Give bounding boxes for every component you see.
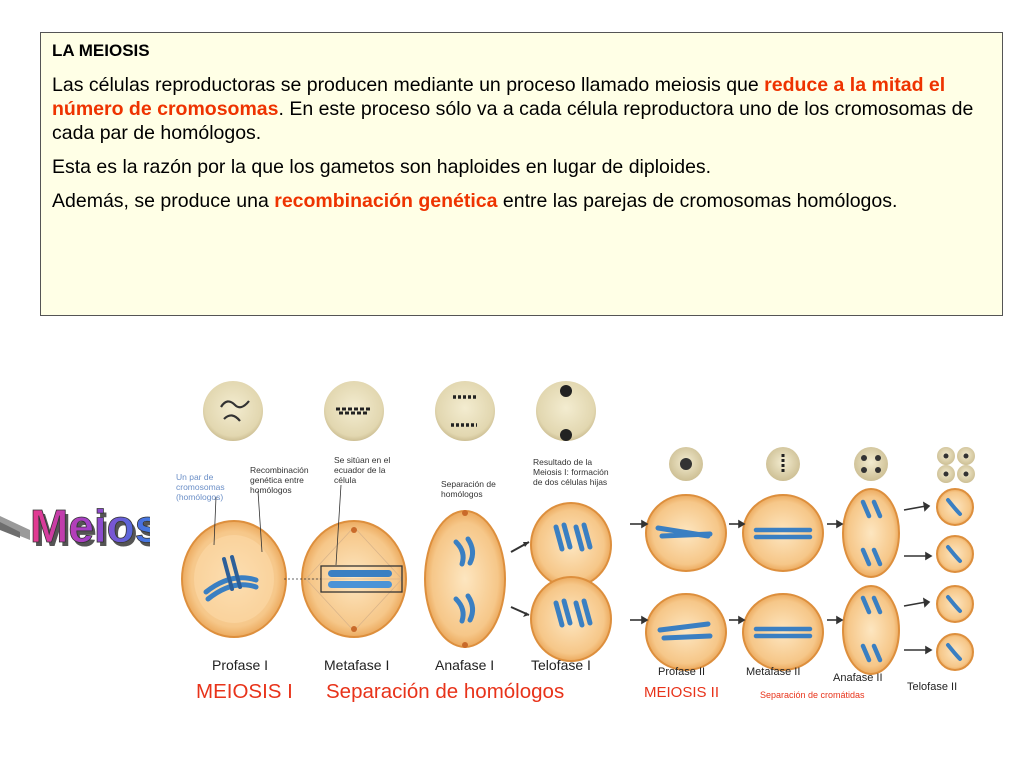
meiosis-wordart: Meiosis Meiosis bbox=[0, 500, 150, 556]
meiosis-2-title: MEIOSIS II bbox=[644, 684, 720, 701]
annotation-resultado: Resultado de la Meiosis I: formación de … bbox=[533, 457, 609, 487]
cell-telofase-1 bbox=[530, 502, 612, 662]
wordart-shadow: Meiosis bbox=[33, 504, 150, 556]
arrows-anafase-to-telofase bbox=[510, 541, 530, 617]
p3-text-a: Además, se produce una bbox=[52, 190, 275, 212]
cells-row-bottom bbox=[645, 585, 974, 675]
annotation-recombinacion: Recombinación genética entre homólogos bbox=[250, 465, 309, 495]
annotation-par-cromosomas: Un par de cromosomas (homólogos) bbox=[176, 472, 225, 502]
paragraph-2: Esta es la razón por la que los gametos … bbox=[52, 156, 712, 178]
stage-anafase-2: Anafase II bbox=[833, 672, 883, 684]
cell-profase-1 bbox=[181, 520, 287, 638]
stage-telofase-1: Telofase I bbox=[531, 657, 591, 673]
stage-anafase-1: Anafase I bbox=[435, 657, 495, 673]
micrograph-telofase-1 bbox=[536, 381, 596, 441]
cell-anafase-1 bbox=[424, 510, 506, 648]
meiosis-1-figure: Un par de cromosomas (homólogos) Recombi… bbox=[176, 367, 624, 708]
arrows-meiosis-2 bbox=[630, 501, 933, 655]
paragraph-3: Además, se produce una recombinación gen… bbox=[52, 189, 991, 213]
stage-telofase-2: Telofase II bbox=[907, 681, 958, 693]
meiosis-1-title: MEIOSIS I bbox=[196, 680, 293, 703]
stage-metafase-2: Metafase II bbox=[746, 666, 801, 678]
stage-metafase-1: Metafase I bbox=[324, 657, 390, 673]
micrograph-profase-1 bbox=[203, 381, 263, 441]
stage-profase-2: Profase II bbox=[658, 666, 706, 678]
text-panel: LA MEIOSIS Las células reproductoras se … bbox=[40, 32, 1003, 316]
p3-text-b: entre las parejas de cromosomas homólogo… bbox=[497, 190, 898, 212]
meiosis-2-illustration bbox=[630, 447, 975, 675]
paragraph-1: Las células reproductoras se producen me… bbox=[52, 73, 991, 145]
meiosis-1-subtitle: Separación de homólogos bbox=[326, 680, 565, 703]
meiosis-2-subtitle: Separación de cromátidas bbox=[760, 690, 865, 700]
stage-profase-1: Profase I bbox=[212, 657, 269, 673]
panel-title: LA MEIOSIS bbox=[52, 41, 150, 60]
p1-text-b: . En este proceso sólo va a cada célula … bbox=[52, 98, 974, 144]
meiosis-2-figure: Profase II Metafase II Anafase II Telofa… bbox=[628, 440, 990, 706]
micrographs-meiosis-2 bbox=[669, 447, 975, 483]
cell-metafase-1 bbox=[301, 520, 407, 638]
p1-highlight: reduce a la mitad el número de cromosoma… bbox=[52, 74, 946, 120]
micrograph-anafase-1 bbox=[435, 381, 495, 441]
wordart-text: Meiosis bbox=[30, 500, 150, 552]
p1-text-a: Las células reproductoras se producen me… bbox=[52, 74, 765, 96]
micrograph-metafase-1 bbox=[324, 381, 384, 441]
annotation-separacion: Separación de homólogos bbox=[441, 479, 496, 499]
meiosis-1-illustration bbox=[181, 381, 612, 662]
p3-highlight: recombinación genética bbox=[274, 190, 498, 212]
annotation-ecuador: Se sitúan en el ecuador de la célula bbox=[334, 455, 391, 485]
cells-row-top bbox=[645, 488, 974, 578]
